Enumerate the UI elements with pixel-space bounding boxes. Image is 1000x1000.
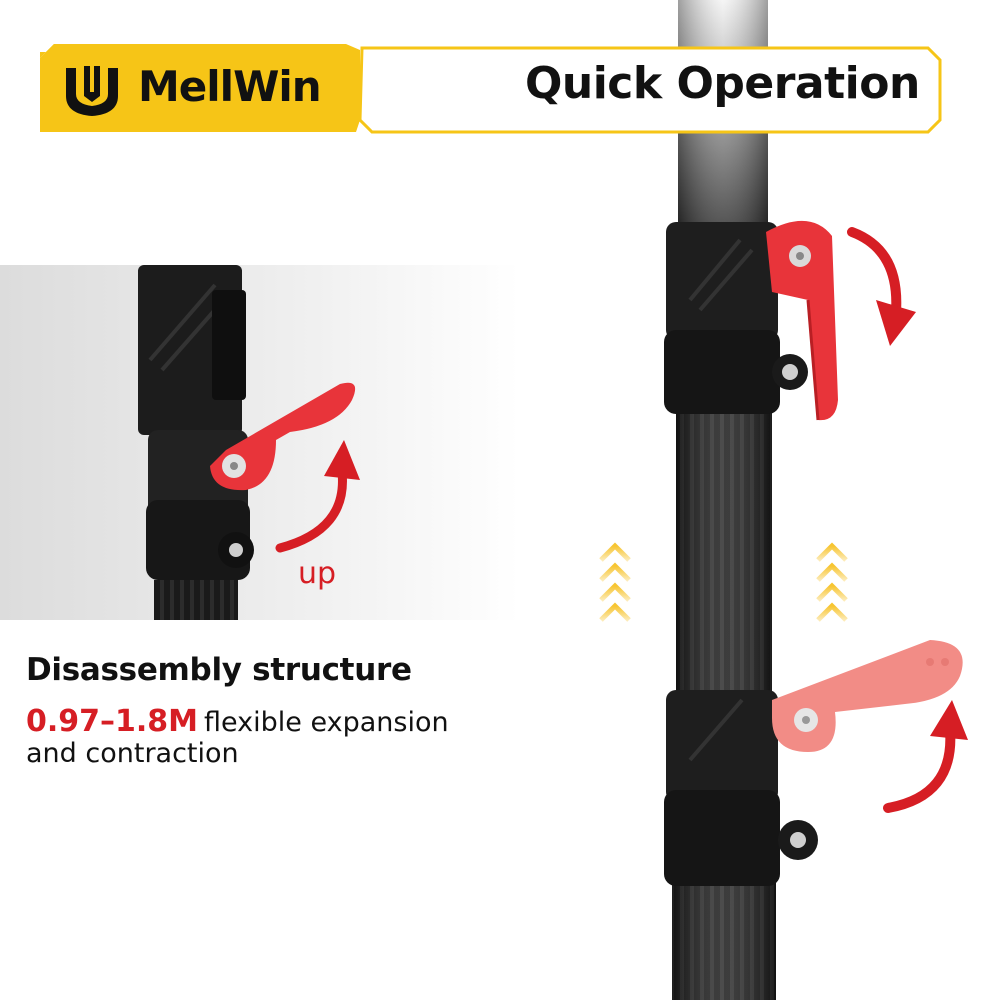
lower-clamp (664, 640, 963, 886)
header-banner (40, 44, 942, 134)
chevron-up-icon (599, 542, 848, 622)
feature-title: Disassembly structure (26, 652, 412, 688)
brand-name: MellWin (138, 62, 322, 111)
detail-inset (0, 265, 520, 620)
feature-description-text: flexible expansion (204, 707, 449, 738)
length-range: 0.97–1.8M (26, 704, 199, 739)
up-arrow-icon (883, 700, 968, 813)
upper-clamp (664, 220, 838, 421)
feature-description-line-2: and contraction (26, 738, 239, 769)
down-arrow-icon (847, 227, 916, 346)
brand-logo-icon (66, 66, 118, 116)
page-title: Quick Operation (525, 58, 920, 109)
direction-label: up (298, 556, 337, 591)
